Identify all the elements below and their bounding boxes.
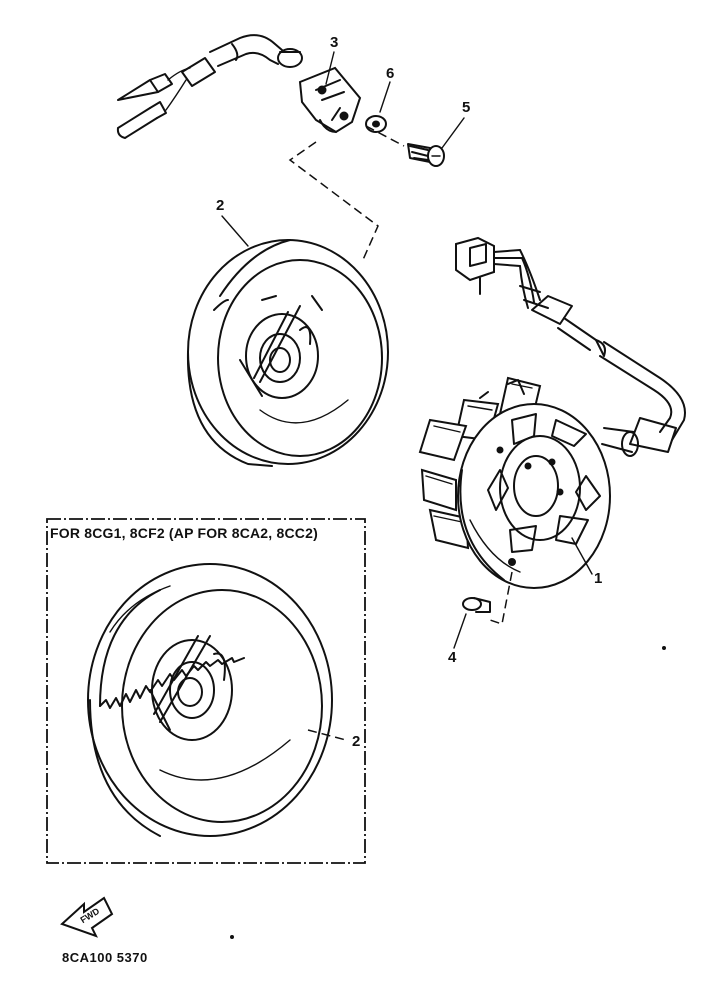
stray-dot <box>230 935 234 939</box>
forward-arrow-icon: FWD <box>60 896 114 938</box>
callout-3: 3 <box>325 34 338 85</box>
stator-screw <box>462 597 491 613</box>
callout-6: 6 <box>379 65 394 113</box>
callout-number: 5 <box>462 99 470 116</box>
callout-number: 2 <box>352 733 360 750</box>
screw <box>407 143 445 167</box>
stator-assembly <box>418 236 686 589</box>
figure-code: 8CA100 5370 <box>62 950 148 965</box>
callout-1: 1 <box>571 537 602 587</box>
callout-number: 3 <box>330 34 338 51</box>
washer <box>365 115 387 133</box>
stator-screw-alignment-line <box>489 571 513 625</box>
variant-box <box>46 518 366 864</box>
flywheel-rotor-upper <box>186 239 389 467</box>
callout-number: 1 <box>594 570 602 587</box>
callout-4: 4 <box>448 613 467 666</box>
variant-box-label: FOR 8CG1, 8CF2 (AP FOR 8CA2, 8CC2) <box>50 525 318 541</box>
flywheel-rotor-with-ring-gear <box>87 563 333 837</box>
callout-5: 5 <box>441 99 470 149</box>
callout-2-upper: 2 <box>216 197 249 247</box>
callout-number: 4 <box>448 649 457 666</box>
stray-dot <box>662 646 666 650</box>
callout-number: 6 <box>386 65 394 82</box>
washer-screw-alignment-line <box>365 125 405 147</box>
pickup-flywheel-alignment-line <box>288 141 379 263</box>
callout-2-lower: 2 <box>307 729 360 750</box>
callout-number: 2 <box>216 197 224 214</box>
pickup-coil-assembly <box>116 34 362 139</box>
